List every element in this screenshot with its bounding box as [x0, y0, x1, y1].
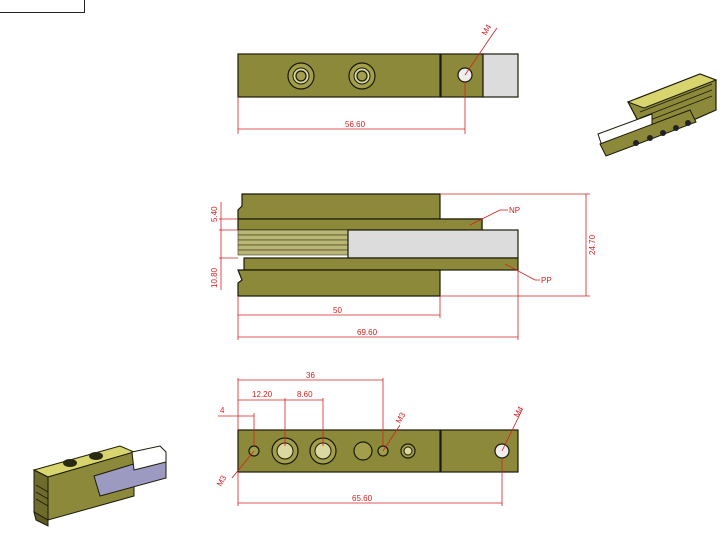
inner-length-label: 50	[333, 306, 342, 315]
iso-view-left	[32, 445, 167, 527]
height-10-80-label: 10.80	[210, 267, 219, 288]
height-5-40-label: 5.40	[210, 206, 219, 222]
top-view-body	[237, 53, 441, 98]
offset-36-label: 36	[306, 371, 315, 380]
side-view-upper-block	[237, 193, 441, 220]
offset-12-20-label: 12.20	[252, 390, 273, 399]
top-view: M4 56.60	[237, 22, 519, 134]
iso-view-right	[597, 73, 718, 157]
title-block-frame	[0, 0, 85, 13]
side-view-lower-block	[237, 269, 441, 297]
total-height-label: 24.70	[588, 234, 597, 255]
bottom-view-length-label: 65.60	[352, 494, 373, 503]
top-view-length-label: 56.60	[345, 120, 366, 129]
total-length-label: 69.60	[357, 328, 378, 337]
m3-label-2: M3	[394, 410, 408, 425]
bottom-view: 36 12.20 8.60 4 M3 M3 M4 65.60	[215, 371, 526, 506]
offset-4-label: 4	[220, 406, 225, 415]
m3-label-1: M3	[215, 473, 229, 488]
offset-8-60-label: 8.60	[297, 390, 313, 399]
side-view-pp-plate	[243, 257, 519, 271]
np-label: NP	[509, 206, 520, 215]
side-view-insert	[347, 229, 519, 259]
side-view: NP PP 5.40 10.80 24.70 50 69.60	[210, 193, 597, 340]
top-view-insert	[482, 53, 519, 98]
m4-label: M4	[512, 404, 526, 419]
pp-label: PP	[541, 276, 552, 285]
top-view-m4-label: M4	[480, 22, 494, 37]
bottom-view-plain-hole	[353, 441, 373, 461]
